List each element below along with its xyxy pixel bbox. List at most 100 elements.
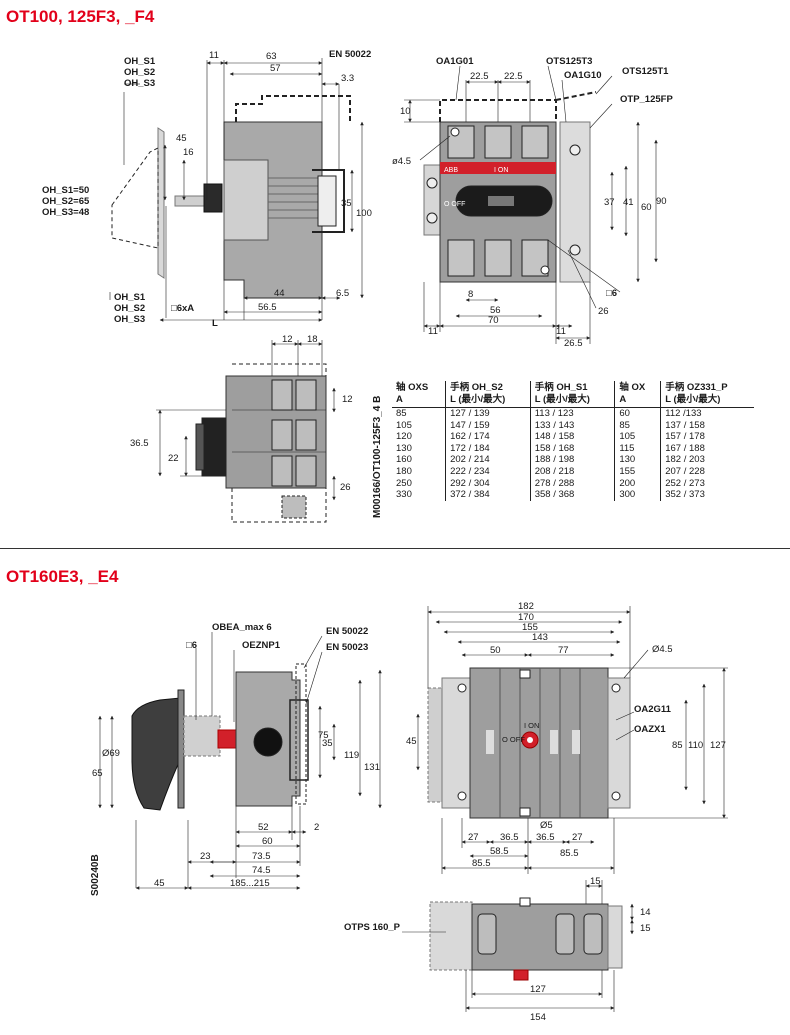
- table-cell: 157 / 178: [660, 431, 754, 443]
- dim-11-left: 11: [428, 326, 438, 337]
- oh-s1-label-bottom: OH_S1: [114, 292, 146, 303]
- dim-170: 170: [518, 612, 534, 623]
- dim-27-b: 27: [572, 832, 583, 843]
- diameter-5-label: Ø5: [540, 820, 553, 831]
- table-cell: 162 / 174: [445, 431, 531, 443]
- side-view-ot160-labels: OBEA_max 6 □6 OEZNP1 EN 50022 EN 50023 Ø…: [92, 622, 380, 889]
- top-view-labels: 12 18 12 36.5 22 26: [130, 334, 353, 493]
- dim-8: 8: [468, 289, 473, 300]
- table-cell: 113 / 123: [529, 407, 615, 420]
- dim-65: 65: [92, 768, 103, 779]
- dim-90: 90: [656, 196, 667, 207]
- side-view-ot160: [98, 632, 382, 890]
- table-cell: 330: [396, 489, 412, 501]
- dim-70: 70: [488, 315, 499, 326]
- front-view-ot160-labels: 182 170 155 143 50 77 Ø4.5 OA2G11 OAZX1 …: [406, 601, 726, 869]
- table-cell: 133 / 143: [529, 419, 615, 432]
- dim-75: 75: [318, 730, 329, 741]
- table-cell: 120: [396, 431, 412, 443]
- dim-45-ot160: 45: [154, 878, 165, 889]
- top-view-ot100: [156, 340, 336, 523]
- dim-60: 60: [641, 202, 652, 213]
- dim-23: 23: [200, 851, 211, 862]
- otps-160-label: OTPS 160_P: [344, 922, 401, 933]
- section-divider: [0, 548, 790, 549]
- table-cell: 300: [614, 489, 661, 501]
- diameter-69-label: Ø69: [102, 748, 120, 759]
- dim-3-3: 3.3: [341, 73, 354, 84]
- oh-s2-value: OH_S2=65: [42, 196, 90, 207]
- dim-50: 50: [490, 645, 501, 656]
- dim-35-ot160: 35: [322, 738, 333, 749]
- dim-56: 56: [490, 305, 501, 316]
- dim-2: 2: [314, 822, 319, 833]
- oh-s3-label: OH_S3: [124, 78, 155, 89]
- dim-57: 57: [270, 63, 281, 74]
- dim-22: 22: [168, 453, 179, 464]
- section-title-ot100: OT100, 125F3, _F4: [6, 7, 155, 26]
- dim-85: 85: [672, 740, 683, 751]
- dim-56-5: 56.5: [258, 302, 277, 313]
- dim-77: 77: [558, 645, 569, 656]
- oazx1-label: OAZX1: [634, 724, 666, 735]
- table-cell: 188 / 198: [529, 454, 615, 466]
- dim-127: 127: [710, 740, 726, 751]
- dim-36-5-a: 36.5: [500, 832, 519, 843]
- table-cell: 252 / 273: [660, 477, 754, 490]
- table-cell: 202 / 214: [445, 454, 531, 466]
- table-cell: 167 / 188: [660, 442, 754, 455]
- dim-36-5-b: 36.5: [536, 832, 555, 843]
- off-label: O OFF: [444, 201, 465, 208]
- hole-4-5-label: ø4.5: [392, 156, 411, 167]
- table-cell: 155: [614, 465, 661, 478]
- oa2g11-label: OA2G11: [634, 704, 672, 715]
- dim-100: 100: [356, 208, 372, 219]
- dim-16: 16: [183, 147, 194, 158]
- otp125fp-label: OTP_125FP: [620, 94, 673, 105]
- table-cell: 160: [396, 454, 412, 466]
- dim-110: 110: [688, 740, 703, 751]
- dim-63: 63: [266, 51, 277, 62]
- en-50023-label: EN 50023: [326, 642, 368, 653]
- dim-60-ot160: 60: [262, 836, 273, 847]
- dim-58-5: 58.5: [490, 846, 509, 857]
- table-cell: 85: [614, 419, 661, 432]
- length-l-label: L: [212, 318, 218, 329]
- oh-s3-label-bottom: OH_S3: [114, 314, 145, 325]
- table-cell: 112 /133: [660, 407, 754, 420]
- table-cell: 358 / 368: [529, 489, 615, 501]
- front-view-ot160: [416, 606, 728, 874]
- oh-s1-label: OH_S1: [124, 56, 156, 67]
- dim-131: 131: [364, 762, 380, 773]
- oh-s3-value: OH_S3=48: [42, 207, 89, 218]
- obea-label: OBEA_max 6: [212, 622, 272, 633]
- table-cell: 158 / 168: [529, 442, 615, 455]
- dim-35: 35: [341, 198, 352, 209]
- top-view-ot160: [402, 880, 634, 1012]
- dim-74-5: 74.5: [252, 865, 271, 876]
- dim-127-bottom: 127: [530, 984, 546, 995]
- dim-37: 37: [604, 197, 615, 208]
- dim-12-top: 12: [282, 334, 293, 345]
- square-6-label-2: □6: [186, 640, 197, 651]
- table-cell: 292 / 304: [445, 477, 531, 490]
- dim-155: 155: [522, 622, 538, 633]
- dim-36-5: 36.5: [130, 438, 149, 449]
- dim-45-front: 45: [406, 736, 417, 747]
- dim-41: 41: [623, 197, 634, 208]
- en-50022-label: EN 50022: [329, 49, 371, 60]
- oh-s1-value: OH_S1=50: [42, 185, 89, 196]
- dim-44: 44: [274, 288, 285, 299]
- dim-73-5: 73.5: [252, 851, 271, 862]
- table-cell: 127 / 139: [445, 407, 531, 420]
- dim-85-5-b: 85.5: [560, 848, 579, 859]
